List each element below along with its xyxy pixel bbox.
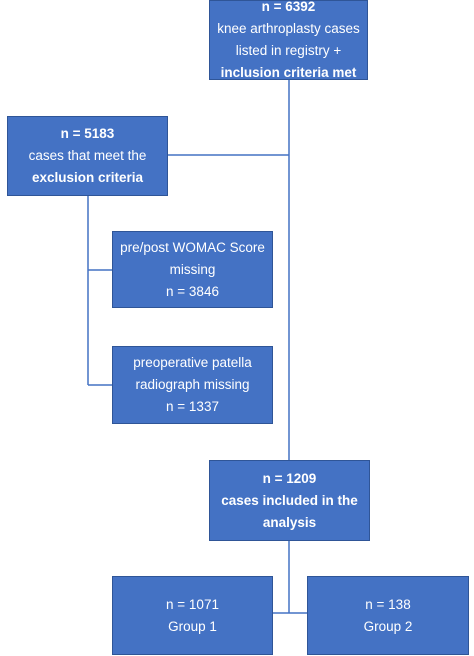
- radiograph-missing-box: preoperative patella radiograph missing …: [112, 346, 273, 424]
- registry-line3: inclusion criteria met: [220, 65, 357, 80]
- registry-count: n = 6392: [261, 0, 316, 14]
- exclusion-box: n = 5183 cases that meet the exclusion c…: [7, 116, 168, 196]
- womac-missing-box: pre/post WOMAC Score missing n = 3846: [112, 231, 273, 308]
- group2-box: n = 138 Group 2: [307, 576, 469, 655]
- included-line2: analysis: [262, 514, 317, 530]
- womac-line2: missing: [169, 261, 216, 277]
- exclusion-line2: exclusion criteria: [31, 170, 144, 185]
- group1-label: Group 1: [168, 618, 217, 634]
- radiograph-line1: preoperative patella: [133, 355, 252, 370]
- exclusion-count: n = 5183: [60, 126, 115, 141]
- registry-box: n = 6392 knee arthroplasty cases listed …: [209, 0, 368, 80]
- radiograph-count: n = 1337: [166, 399, 219, 414]
- included-count: n = 1209: [262, 470, 317, 486]
- included-box: n = 1209 cases included in the analysis: [209, 460, 370, 541]
- exclusion-line1: cases that meet the: [28, 148, 147, 163]
- group2-count: n = 138: [365, 596, 411, 612]
- radiograph-line2: radiograph missing: [135, 377, 250, 392]
- womac-count: n = 3846: [166, 283, 219, 299]
- group2-label: Group 2: [363, 618, 413, 634]
- group1-count: n = 1071: [166, 596, 219, 612]
- group1-box: n = 1071 Group 1: [112, 576, 273, 655]
- womac-line1: pre/post WOMAC Score: [120, 239, 265, 255]
- registry-line2: listed in registry +: [235, 43, 342, 58]
- included-line1: cases included in the: [221, 492, 358, 508]
- registry-line1: knee arthroplasty cases: [217, 21, 360, 36]
